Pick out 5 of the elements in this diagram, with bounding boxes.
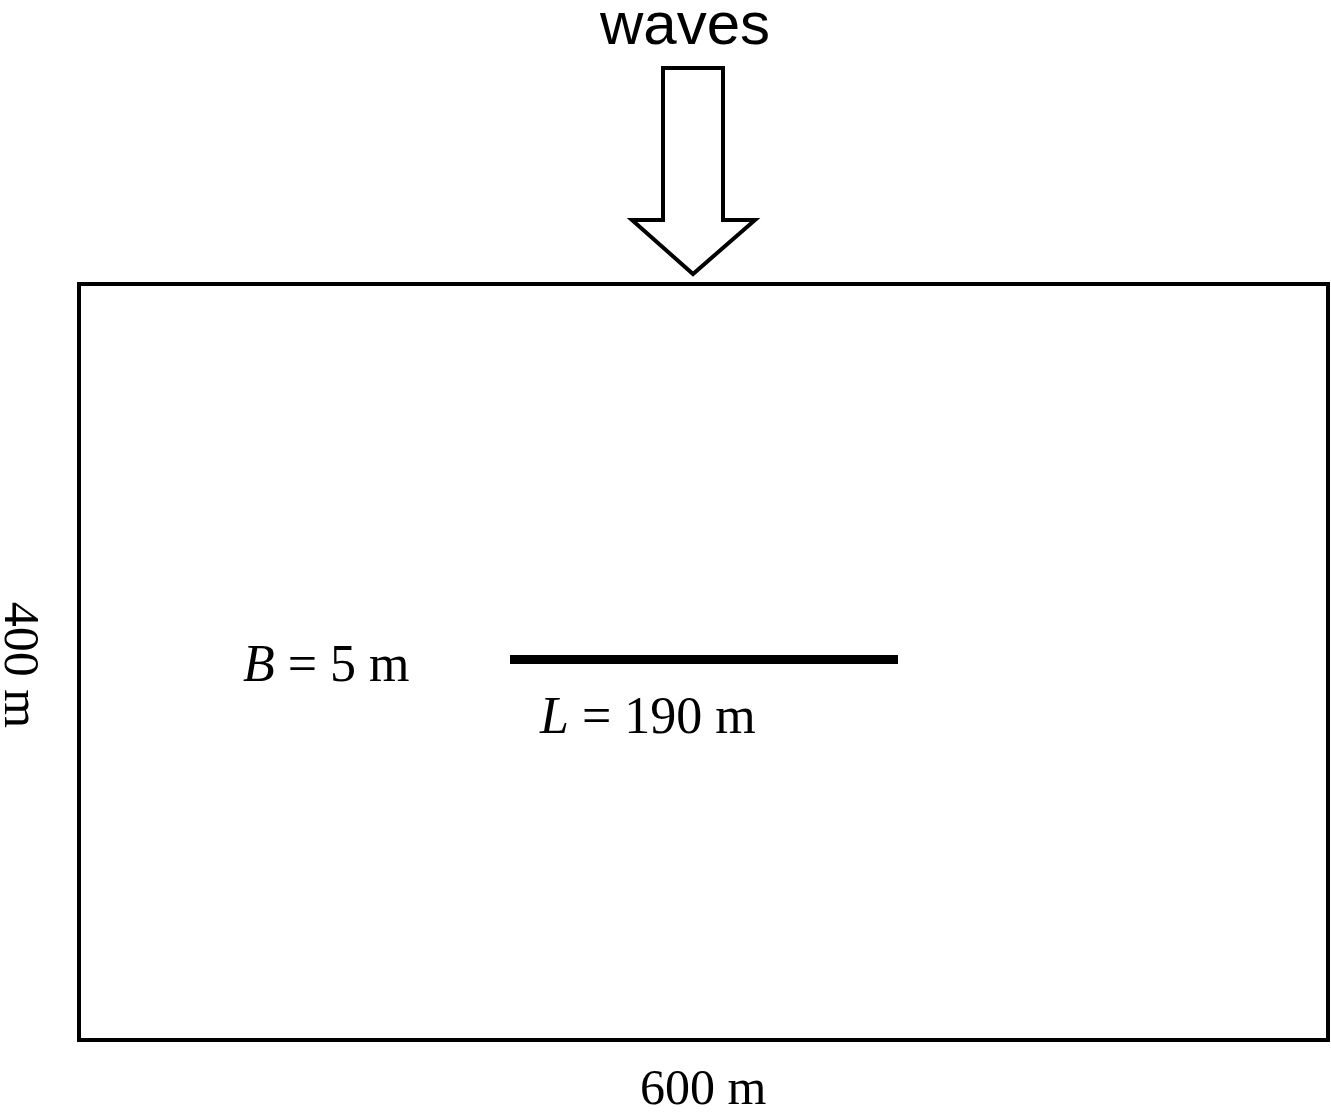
dimension-label: 400 m	[0, 601, 48, 729]
dimension-label: B = 5 m	[243, 638, 410, 690]
wave-label: waves	[600, 0, 771, 54]
dimension-label: 600 m	[640, 1062, 767, 1112]
dimension-label: L = 190 m	[540, 690, 756, 742]
